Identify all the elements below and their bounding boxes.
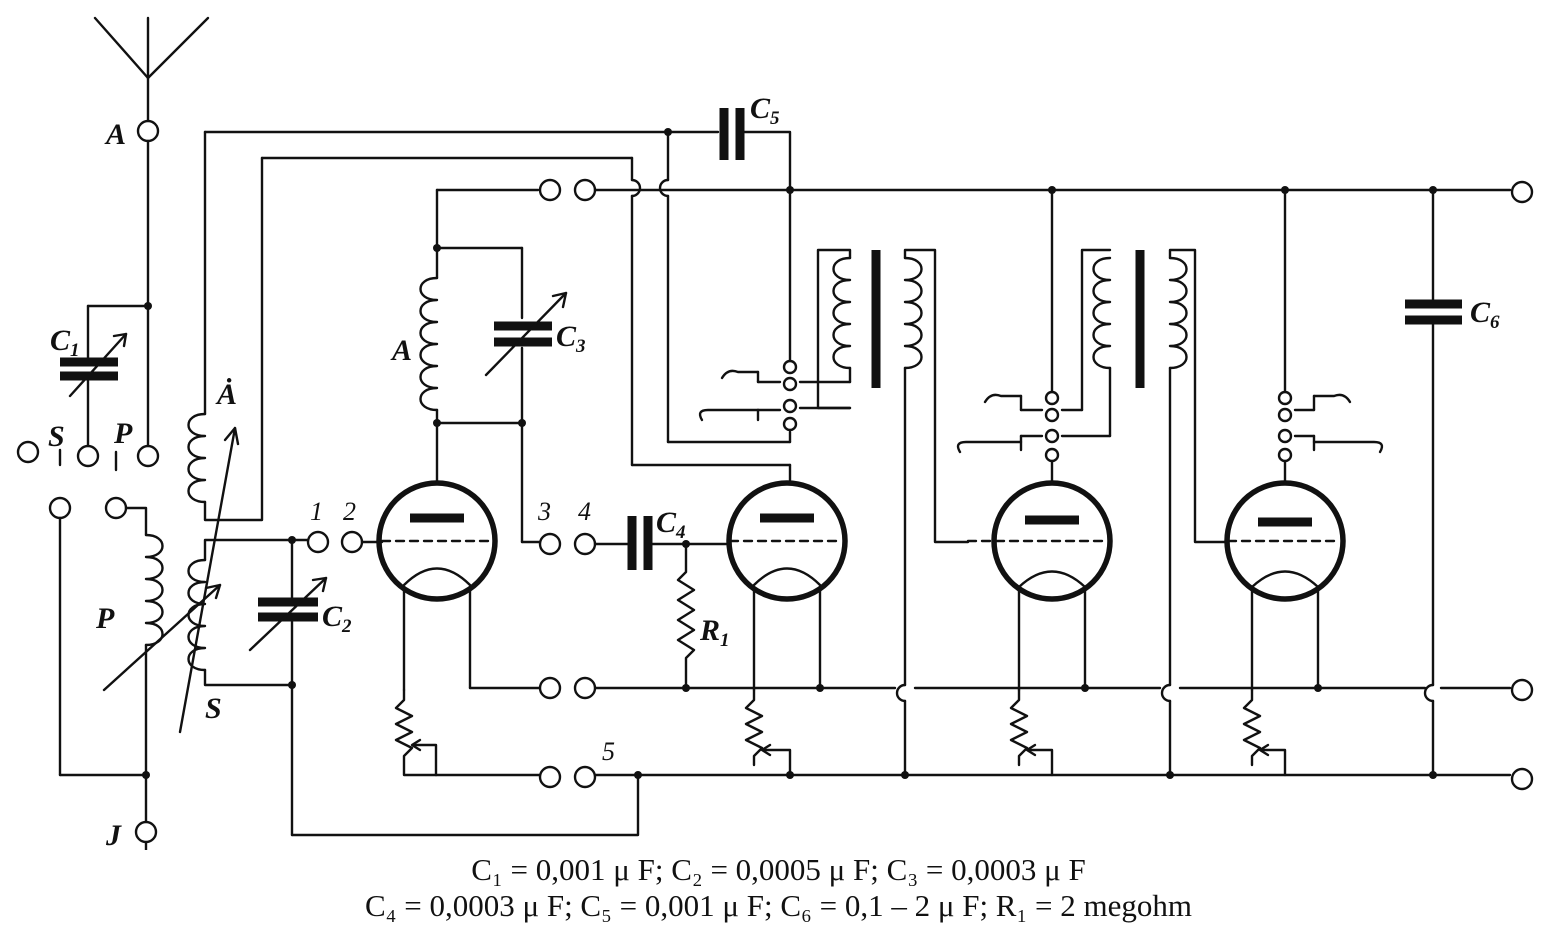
phone-jack-top-right[interactable]: [573, 178, 597, 202]
antenna-feed-wires: [86, 139, 150, 448]
plate-tank-circuit: [419, 188, 568, 544]
jack-3-label: 3: [537, 497, 551, 526]
vacuum-tube-2: [726, 480, 848, 692]
legend-line-2: C₄ = 0,0003 μ F; C₅ = 0,001 μ F; C₆ = 0,…: [364, 888, 1193, 923]
component-values-legend: C₁ = 0,001 μ F; C₂ = 0,0005 μ F; C₃ = 0,…: [0, 852, 1557, 924]
grid-coil-label: A: [390, 334, 412, 367]
jack-1[interactable]: [306, 530, 330, 554]
switch-terminal-s-lower[interactable]: [48, 496, 72, 520]
c5-label: C5: [750, 92, 780, 129]
capacitor-c1: [60, 332, 128, 398]
secondary-coil-label: S: [205, 692, 222, 725]
jack-4-label: 4: [578, 497, 591, 526]
c3-label: C3: [556, 320, 586, 357]
switch-s-label: S: [48, 420, 65, 453]
switch-contact: [1044, 407, 1060, 423]
switch-contact: [1044, 447, 1060, 463]
rheostat-1: [394, 688, 438, 777]
jack-5-right[interactable]: [573, 765, 597, 789]
ground-return-wires: [58, 516, 148, 850]
capacitor-c6: [1405, 188, 1462, 777]
antenna-symbol: [93, 16, 210, 122]
switch-p-label: P: [113, 417, 133, 450]
capacitor-c4: [593, 516, 732, 570]
secondary-coil-s: [178, 426, 294, 734]
switch-contact: [1044, 428, 1060, 444]
rheostat-4: [1242, 688, 1287, 777]
switch-terminal-c1[interactable]: [76, 444, 100, 468]
antenna-terminal[interactable]: [136, 119, 160, 143]
switch-contact: [1277, 390, 1293, 406]
aerial-coil-label: Ȧ: [215, 378, 237, 411]
jack-5-left[interactable]: [538, 765, 562, 789]
switch-contact: [782, 398, 798, 414]
antenna-terminal-label: A: [104, 118, 126, 151]
ground-terminal-label: J: [105, 819, 122, 850]
switch-contact: [782, 416, 798, 432]
a-minus-terminal[interactable]: [1510, 767, 1534, 791]
c6-label: C6: [1470, 296, 1500, 333]
resistor-r1: [676, 542, 696, 690]
jack-5-label: 5: [602, 737, 615, 766]
audio-transformer-2: [1080, 248, 1230, 777]
switch-contact: [1277, 447, 1293, 463]
vacuum-tube-1: [376, 421, 498, 692]
jack-3[interactable]: [538, 532, 562, 556]
c1-label: C1: [50, 324, 80, 361]
rheostat-2: [744, 688, 792, 777]
rheostat-3: [1009, 688, 1054, 777]
switch-terminal-p-lower[interactable]: [104, 496, 128, 520]
jack-switch-1: [698, 188, 852, 444]
b-plus-terminal[interactable]: [1510, 180, 1534, 204]
switch-contact: [1044, 390, 1060, 406]
legend-line-1: C₁ = 0,001 μ F; C₂ = 0,0005 μ F; C₃ = 0,…: [471, 852, 1086, 887]
phone-jack-top-left[interactable]: [538, 178, 562, 202]
aerial-coil: [187, 130, 264, 522]
switch-contact: [782, 359, 798, 375]
jack-1-label: 1: [310, 497, 323, 526]
c2-label: C2: [322, 600, 352, 637]
filament-jack-right[interactable]: [573, 676, 597, 700]
feedback-wiring: [203, 130, 792, 485]
audio-transformer-1: [816, 248, 970, 777]
switch-contact: [1277, 407, 1293, 423]
ground-terminal[interactable]: [134, 820, 158, 844]
filament-jack-left[interactable]: [538, 676, 562, 700]
jack-2[interactable]: [340, 530, 364, 554]
jack-2-label: 2: [343, 497, 356, 526]
switch-terminal-antenna[interactable]: [136, 444, 160, 468]
vacuum-tube-3: [966, 460, 1113, 692]
jack-4[interactable]: [573, 532, 597, 556]
switch-terminal-s-left[interactable]: [16, 440, 40, 464]
switch-contact: [782, 376, 798, 392]
c4-label: C4: [656, 506, 686, 543]
capacitor-c2: [248, 538, 640, 837]
r1-label: R1: [699, 614, 730, 651]
a-plus-terminal[interactable]: [1510, 678, 1534, 702]
primary-coil-label: P: [95, 602, 115, 635]
jack-switch-2: [956, 188, 1112, 454]
switch-contact: [1277, 428, 1293, 444]
jack-switch-3: [1283, 188, 1384, 454]
capacitor-c5: [719, 108, 792, 192]
vacuum-tube-4: [1224, 460, 1346, 692]
radio-circuit-schematic: A C1 S P P J: [16, 16, 1534, 850]
primary-coil-p: [102, 506, 222, 777]
